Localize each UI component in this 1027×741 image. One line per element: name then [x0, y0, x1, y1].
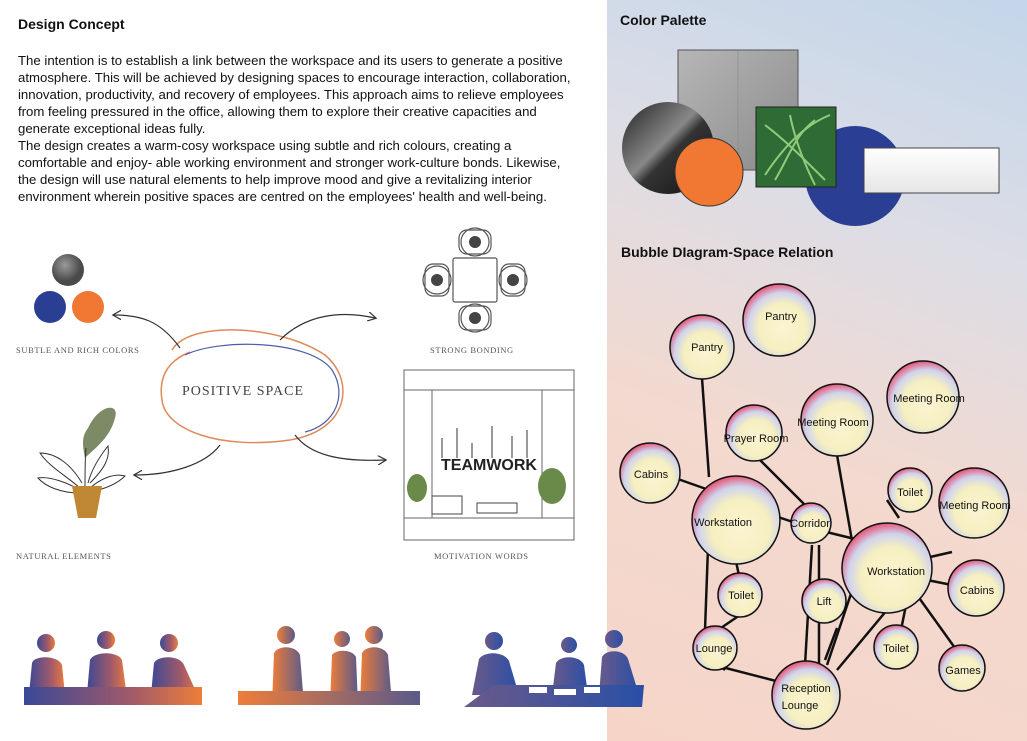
bubble-label: Lounge: [782, 700, 819, 712]
bubble-label: Workstation: [867, 566, 925, 578]
orange-circle: [72, 291, 104, 323]
motivation-label: MOTIVATION WORDS: [434, 551, 529, 561]
bubble-label: Workstation: [694, 517, 752, 529]
bubble-diagram-title: Bubble DIagram-Space Relation: [621, 244, 834, 260]
concept-paragraph-1: The intention is to establish a link bet…: [18, 53, 571, 136]
bubble-labels: Pantry Pantry Meeting Room Meeting Room …: [634, 311, 1011, 712]
bubble-label: Prayer Room: [724, 433, 789, 445]
teamwork-illustration: TEAMWORK: [403, 369, 575, 541]
positive-space-diagram: [100, 290, 410, 490]
silhouette-group-3: [464, 630, 644, 707]
bubble-diagram: Pantry Pantry Meeting Room Meeting Room …: [619, 283, 1011, 730]
bubble-nodes: [619, 283, 1010, 730]
bubble-label: Lounge: [696, 643, 733, 655]
grey-circle: [52, 254, 84, 286]
concept-paragraph-2: The design creates a warm-cosy workspace…: [18, 138, 561, 204]
bubble-label: Games: [945, 665, 981, 677]
bubble-label: Reception: [781, 683, 831, 695]
bubble-label: Toilet: [728, 590, 754, 602]
silhouette-group-1: [24, 631, 202, 705]
bubble-label: Meeting Room: [893, 393, 965, 405]
bubble-label: Toilet: [897, 487, 923, 499]
silhouette-group-2: [238, 626, 420, 705]
bubble-label: Meeting Room: [939, 500, 1011, 512]
positive-space-text: POSITIVE SPACE: [182, 384, 305, 399]
bubble-label: Meeting Room: [797, 417, 869, 429]
color-circles: [34, 254, 104, 323]
bonding-illustration: [422, 227, 528, 333]
colors-label: SUBTLE AND RICH COLORS: [16, 345, 140, 355]
design-concept-body: The intention is to establish a link bet…: [18, 52, 578, 205]
bubble-label: Pantry: [691, 342, 723, 354]
white-swatch: [863, 147, 1000, 194]
bubble-label: Pantry: [765, 311, 797, 323]
green-swatch: [755, 106, 837, 188]
color-palette-swatches: [622, 49, 1000, 226]
bonding-label: STRONG BONDING: [430, 345, 514, 355]
nature-label: NATURAL ELEMENTS: [16, 551, 112, 561]
navy-circle: [34, 291, 66, 323]
people-silhouettes: [24, 626, 644, 707]
bubble-label: Cabins: [960, 585, 995, 597]
design-concept-title: Design Concept: [18, 16, 125, 32]
bubble-label: Corridor: [790, 518, 830, 530]
color-palette-title: Color Palette: [620, 12, 707, 28]
orange-swatch: [674, 137, 744, 207]
bubble-label: Toilet: [883, 643, 909, 655]
teamwork-word: TEAMWORK: [441, 457, 537, 474]
bubble-label: Lift: [817, 596, 832, 608]
bubble-label: Cabins: [634, 469, 669, 481]
plant-illustration: [37, 407, 126, 518]
